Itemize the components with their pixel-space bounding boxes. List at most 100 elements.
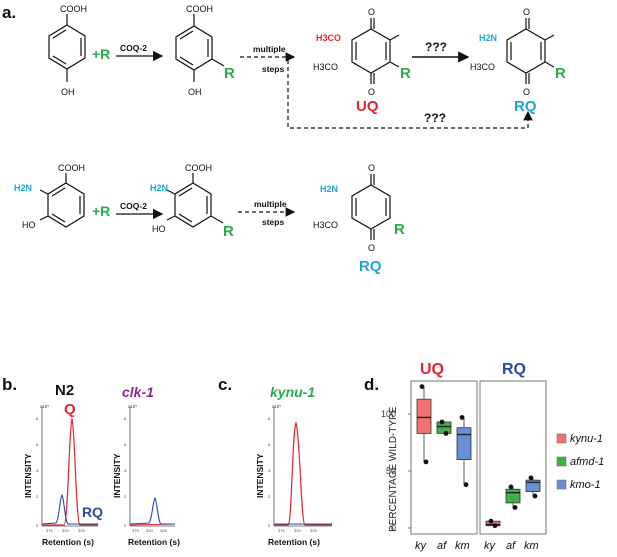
box-rq-kmo-1-point-low bbox=[532, 493, 538, 499]
n2-q-trace bbox=[42, 416, 98, 526]
clk1-title: clk-1 bbox=[122, 384, 154, 400]
n2-chromatogram: x10⁵ 8 6 4 2 0 375 320 325 bbox=[36, 404, 98, 533]
rq-trace-label: RQ bbox=[82, 504, 103, 520]
top-uq-ring bbox=[351, 18, 400, 84]
box-rq-afmd-1-box bbox=[505, 488, 521, 504]
top-cooh-2: COOH bbox=[186, 4, 213, 14]
rq-label-bottom: RQ bbox=[359, 258, 382, 275]
legend-kmo1: kmo-1 bbox=[570, 479, 601, 491]
bypass-arrow bbox=[287, 60, 533, 129]
n2-xtick-3: 325 bbox=[78, 528, 85, 533]
panel-a-label: a. bbox=[2, 3, 16, 22]
bottom-r-2: R bbox=[223, 223, 234, 240]
box-rq-kynu-1-point-high bbox=[488, 518, 494, 524]
top-mol-1 bbox=[48, 14, 86, 82]
legend-kynu1: kynu-1 bbox=[570, 433, 603, 445]
kynu1-xlabel: Retention (s) bbox=[268, 537, 320, 547]
box-uq-afmd-1-point-low bbox=[443, 430, 449, 436]
box-uq-afmd-1-box bbox=[436, 421, 452, 434]
bottom-cooh-1: COOH bbox=[58, 163, 85, 173]
top-rq-ring bbox=[506, 18, 555, 84]
kynu1-title: kynu-1 bbox=[270, 384, 315, 400]
kynu1-chromatogram: x10⁵ 8 6 4 2 0 375 320 325 bbox=[268, 404, 332, 533]
facet-uq-label: UQ bbox=[420, 361, 444, 378]
legend-swatch-afmd1 bbox=[556, 456, 567, 467]
kynu1-ylabel: INTENSITY bbox=[255, 453, 265, 498]
box-uq-kynu-1-box bbox=[416, 398, 432, 434]
top-unknown-1: ??? bbox=[425, 40, 447, 54]
box-uq-kynu-1-point-low bbox=[423, 459, 429, 465]
box-uq-kynu-1-point-high bbox=[419, 384, 425, 390]
top-oh-2: OH bbox=[188, 87, 202, 97]
kynu1-xtick-1: 375 bbox=[278, 528, 285, 533]
bottom-ho-2: HO bbox=[152, 224, 166, 234]
bottom-rq-r: R bbox=[394, 221, 405, 238]
n2-scale: x10⁵ bbox=[40, 404, 49, 409]
top-uq-h3co-red: H3CO bbox=[316, 33, 341, 43]
bottom-rq-ring bbox=[351, 174, 391, 240]
xcat-rq-km: km bbox=[524, 540, 539, 552]
n2-xlabel: Retention (s) bbox=[42, 537, 94, 547]
kynu1-xtick-2: 320 bbox=[294, 528, 301, 533]
bottom-h2n-1: H2N bbox=[14, 183, 32, 193]
chart-ylabel: PERCENTAGE WILD-TYPE bbox=[388, 406, 399, 532]
bottom-enzyme-label: COQ-2 bbox=[120, 201, 147, 211]
clk1-ytick-4: 4 bbox=[124, 468, 127, 473]
rq-label-top: RQ bbox=[514, 98, 537, 115]
box-uq-kmo-1-box bbox=[456, 427, 472, 460]
top-rq-o-top: O bbox=[523, 7, 530, 17]
bottom-cooh-2: COOH bbox=[185, 163, 212, 173]
top-enzyme-label: COQ-2 bbox=[120, 43, 147, 53]
clk1-ylabel: INTENSITY bbox=[112, 453, 122, 498]
kynu1-ytick-2: 2 bbox=[268, 494, 271, 499]
clk1-chromatogram: x10⁵ 8 6 4 2 0 375 320 325 bbox=[124, 404, 176, 533]
kynu1-ytick-8: 8 bbox=[268, 416, 271, 421]
bottom-rq-o-bot: O bbox=[368, 243, 375, 253]
clk1-ytick-0: 0 bbox=[124, 523, 127, 528]
top-uq-o-top: O bbox=[368, 7, 375, 17]
legend-afmd1: afmd-1 bbox=[570, 456, 604, 468]
top-rq-h2n: H2N bbox=[479, 33, 497, 43]
boxplot-marks bbox=[416, 384, 541, 529]
clk1-scale: x10⁵ bbox=[128, 404, 137, 409]
top-uq-r: R bbox=[400, 65, 411, 82]
kynu1-xtick-3: 325 bbox=[310, 528, 317, 533]
top-rq-o-bot: O bbox=[523, 87, 530, 97]
box-uq-kmo-1-point-high bbox=[459, 415, 465, 420]
clk1-xtick-2: 320 bbox=[146, 528, 153, 533]
box-uq-afmd-1-point-high bbox=[439, 419, 445, 425]
bottom-h2n-2: H2N bbox=[150, 183, 168, 193]
bottom-ho-1: HO bbox=[22, 220, 36, 230]
box-rq-afmd-1-point-high bbox=[508, 484, 514, 490]
box-rq-kmo-1-box bbox=[525, 479, 541, 492]
bottom-rq-h2n: H2N bbox=[320, 184, 338, 194]
top-steps: steps bbox=[262, 64, 284, 74]
xcat-rq-af: af bbox=[506, 540, 516, 552]
n2-ytick-2: 2 bbox=[36, 494, 39, 499]
box-rq-afmd-1-point-low bbox=[512, 505, 518, 510]
kynu1-ytick-6: 6 bbox=[268, 442, 271, 447]
box-rq-kmo-1-point-high bbox=[528, 475, 534, 481]
kynu1-scale: x10⁵ bbox=[272, 404, 281, 409]
top-rq-r: R bbox=[555, 65, 566, 82]
n2-ytick-0: 0 bbox=[36, 523, 39, 528]
box-uq-kmo-1-point-low bbox=[463, 482, 469, 488]
top-mol-2 bbox=[175, 14, 225, 82]
facet-rq-label: RQ bbox=[502, 361, 526, 378]
n2-rq-trace bbox=[41, 494, 98, 525]
top-oh-1: OH bbox=[61, 87, 75, 97]
bottom-multiple: multiple bbox=[254, 199, 287, 209]
ytick-50: 50 bbox=[386, 466, 396, 476]
n2-xtick-1: 375 bbox=[46, 528, 53, 533]
clk1-rq-trace bbox=[129, 497, 175, 525]
top-cooh-1: COOH bbox=[60, 4, 87, 14]
kynu1-ytick-4: 4 bbox=[268, 468, 271, 473]
q-label: Q bbox=[64, 401, 76, 418]
kynu1-ytick-0: 0 bbox=[268, 523, 271, 528]
n2-xtick-2: 320 bbox=[62, 528, 69, 533]
kynu1-q-trace bbox=[274, 421, 332, 526]
facet-rq-frame bbox=[479, 380, 547, 535]
clk1-ytick-6: 6 bbox=[124, 442, 127, 447]
clk1-xlabel: Retention (s) bbox=[128, 537, 180, 547]
